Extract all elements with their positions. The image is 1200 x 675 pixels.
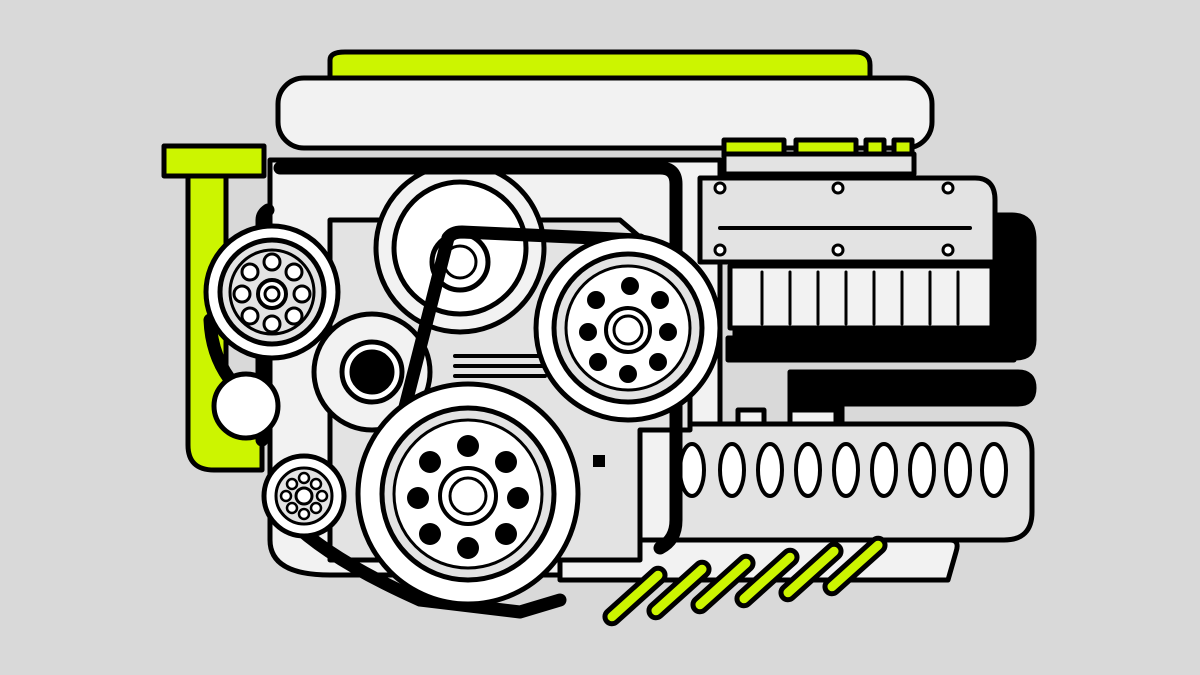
engine-cover bbox=[275, 75, 935, 151]
crankshaft-pulley bbox=[355, 381, 581, 607]
camshaft-pulley bbox=[373, 161, 547, 335]
power-steering-pulley bbox=[203, 223, 341, 361]
sensor-square bbox=[593, 455, 605, 467]
idler-pulley bbox=[211, 371, 281, 441]
cooling-fins bbox=[727, 263, 995, 331]
alternator-pulley bbox=[533, 233, 723, 423]
water-pump-pulley bbox=[261, 453, 347, 539]
exhaust-pipe-upper bbox=[725, 335, 1017, 363]
valve-cover bbox=[697, 137, 998, 265]
vent-slots bbox=[453, 354, 547, 378]
exhaust-pipe-lower bbox=[787, 369, 1037, 433]
lime-springs bbox=[602, 535, 888, 627]
tensioner-pulley bbox=[311, 311, 433, 433]
